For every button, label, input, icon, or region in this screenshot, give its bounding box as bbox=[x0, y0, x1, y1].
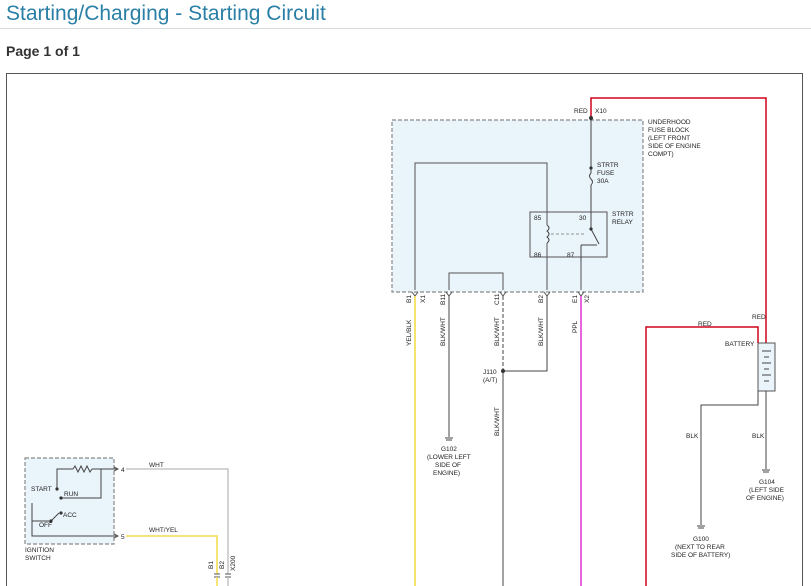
title-divider bbox=[0, 28, 811, 29]
g104-label-3: OF ENGINE) bbox=[746, 495, 784, 502]
wire-wht-yel bbox=[126, 535, 218, 574]
ground-g104-symbol bbox=[762, 469, 770, 473]
ignition-switch-label-1: IGNITION bbox=[25, 547, 54, 554]
relay-switch-contact bbox=[590, 228, 600, 245]
fuse-block-label-5: COMPT) bbox=[648, 151, 674, 158]
wire-label-blk-wht-4: BLK/WHT bbox=[494, 407, 501, 436]
fuse-label-1: STRTR bbox=[597, 162, 619, 169]
wire-label-blk-wht-3: BLK/WHT bbox=[538, 317, 545, 346]
wire-label-yel-blk: YEL/BLK bbox=[406, 319, 413, 346]
position-off: OFF bbox=[39, 522, 52, 529]
fuse-block-label-2: FUSE BLOCK bbox=[648, 127, 690, 134]
relay-switch-node bbox=[589, 227, 593, 231]
wire-label-blk-wht-2: BLK/WHT bbox=[494, 317, 501, 346]
wire-wht bbox=[126, 468, 229, 574]
ignition-feed-wire bbox=[31, 521, 118, 537]
g104-label-2: (LEFT SIDE bbox=[749, 487, 785, 494]
bottom-pin-b1: B1 bbox=[208, 561, 215, 569]
position-acc: ACC bbox=[63, 512, 77, 519]
ground-g100-symbol bbox=[697, 525, 705, 529]
conn-x1: X1 bbox=[420, 295, 427, 303]
run-contact bbox=[59, 496, 63, 500]
wire-blk-wht-relay86 bbox=[503, 296, 548, 372]
ign-pin-5-marker bbox=[113, 533, 120, 539]
relay-pin-30: 30 bbox=[579, 215, 587, 222]
fuse-label-3: 30A bbox=[597, 178, 609, 185]
ign-pin-4-marker bbox=[113, 466, 120, 472]
relay-label-1: STRTR bbox=[612, 211, 634, 218]
wire-label-red-feed: RED bbox=[574, 108, 588, 115]
pin-b2: B2 bbox=[538, 295, 545, 303]
off-contact bbox=[49, 519, 53, 523]
ignition-resistor bbox=[72, 464, 93, 474]
page-title: Starting/Charging - Starting Circuit bbox=[6, 2, 326, 25]
splice-id: J110 bbox=[483, 369, 497, 376]
battery bbox=[757, 342, 776, 392]
wire-label-ppl: PPL bbox=[572, 320, 579, 333]
g100-label-1: G100 bbox=[693, 536, 709, 543]
fuse-label-2: FUSE bbox=[597, 170, 615, 177]
wire-label-wht: WHT bbox=[149, 462, 164, 469]
ign-pin-4: 4 bbox=[121, 467, 125, 474]
ignition-switch-arm bbox=[50, 512, 60, 522]
ignition-switch bbox=[24, 457, 115, 545]
connector-x10: X10 bbox=[595, 108, 607, 115]
g102-label-4: ENGINE) bbox=[433, 470, 460, 477]
fuse-block-input-node bbox=[589, 116, 593, 120]
wire-label-red-1: RED bbox=[752, 314, 766, 321]
splice-note: (A/T) bbox=[483, 377, 497, 384]
relay-label-2: RELAY bbox=[612, 219, 633, 226]
bottom-conn-x200: X200 bbox=[230, 555, 237, 571]
start-contact-wire bbox=[56, 468, 73, 489]
g100-label-2: (NEXT TO REAR bbox=[675, 544, 725, 551]
g102-label-1: G102 bbox=[441, 446, 457, 453]
ign-pin-5: 5 bbox=[121, 534, 125, 541]
wire-red-battery-to-starter bbox=[645, 326, 759, 586]
position-run: RUN bbox=[64, 491, 78, 498]
pin-c11: C11 bbox=[494, 293, 501, 305]
relay-85-internal-wire bbox=[414, 162, 548, 290]
bottom-connector-pins bbox=[214, 573, 231, 578]
underhood-fuse-block bbox=[391, 119, 644, 293]
ground-jumper-internal bbox=[448, 272, 504, 290]
ignition-switch-label-2: SWITCH bbox=[25, 555, 51, 562]
g104-label-1: G104 bbox=[759, 479, 775, 486]
pin-e1: E1 bbox=[572, 295, 579, 303]
wire-label-blk-1: BLK bbox=[686, 433, 699, 440]
relay-pin-85: 85 bbox=[534, 215, 542, 222]
pin-b11: B11 bbox=[440, 294, 447, 305]
pin-b1: B1 bbox=[406, 295, 413, 303]
wire-label-blk-2: BLK bbox=[752, 433, 765, 440]
fuse-block-label-1: UNDERHOOD bbox=[648, 119, 691, 126]
bottom-pin-b2: B2 bbox=[219, 561, 226, 569]
wire-red-battery-feed bbox=[590, 97, 767, 343]
g102-label-2: (LOWER LEFT bbox=[427, 454, 471, 461]
battery-label: BATTERY bbox=[725, 341, 755, 348]
page-count: Page 1 of 1 bbox=[6, 43, 80, 59]
relay-pin-86: 86 bbox=[534, 252, 542, 259]
wire-label-red-2: RED bbox=[698, 321, 712, 328]
start-contact bbox=[55, 487, 59, 491]
wiring-diagram-frame: UNDERHOOD FUSE BLOCK (LEFT FRONT SIDE OF… bbox=[6, 73, 803, 586]
g100-label-3: SIDE OF BATTERY) bbox=[671, 552, 730, 559]
ground-g102-symbol bbox=[445, 437, 453, 441]
relay-coil bbox=[546, 224, 550, 244]
position-start: START bbox=[31, 486, 52, 493]
battery-cells bbox=[762, 350, 771, 382]
run-contact-wire bbox=[61, 469, 102, 499]
wiring-diagram: UNDERHOOD FUSE BLOCK (LEFT FRONT SIDE OF… bbox=[24, 97, 785, 586]
conn-x2: X2 bbox=[584, 295, 591, 303]
strtr-fuse-symbol bbox=[589, 172, 593, 186]
fuse-block-label-4: SIDE OF ENGINE bbox=[648, 143, 701, 150]
relay-pin-87: 87 bbox=[567, 252, 575, 259]
g102-label-3: SIDE OF bbox=[435, 462, 461, 469]
fuse-block-label-3: (LEFT FRONT bbox=[648, 135, 690, 142]
wire-blk-g100 bbox=[700, 391, 759, 525]
splice-j110 bbox=[501, 369, 505, 373]
wire-label-blk-wht-1: BLK/WHT bbox=[440, 317, 447, 346]
fuse-node bbox=[589, 166, 593, 170]
wire-label-wht-yel: WHT/YEL bbox=[149, 527, 178, 534]
acc-contact bbox=[59, 511, 63, 515]
strtr-relay bbox=[529, 211, 608, 258]
